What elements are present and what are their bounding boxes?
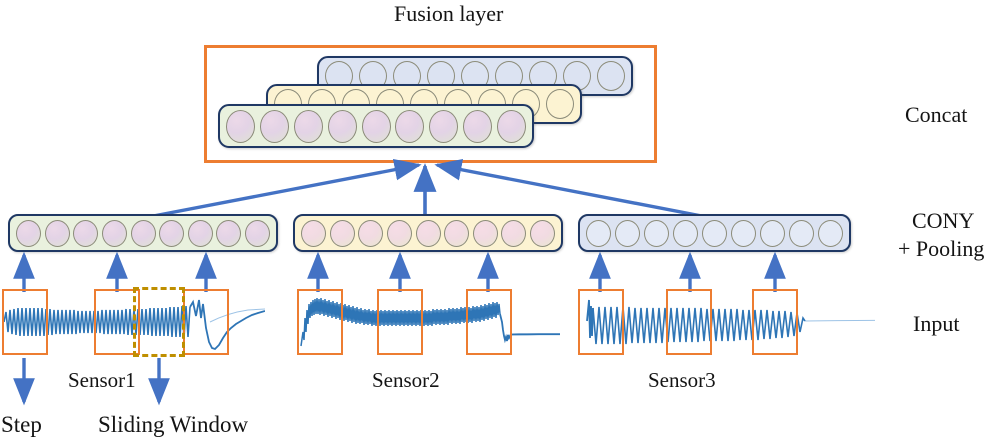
conv-pooling-label-line1: CONY: [912, 208, 975, 233]
neuron-cell: [673, 219, 698, 247]
sensor1-signal-plot: [3, 299, 265, 351]
neuron-cell: [329, 219, 355, 247]
input-to-conv-arrows-group: [13, 251, 786, 292]
sensor3-signal-plot: [586, 299, 875, 345]
neuron-cell: [259, 109, 289, 143]
arrow-sensor3-to-fusion: [434, 158, 713, 220]
neuron-cell: [546, 89, 574, 119]
neuron-cell: [497, 109, 526, 143]
neuron-cell: [226, 109, 255, 143]
conv-bar-sensor1: [8, 214, 278, 252]
step-label: Step: [1, 412, 42, 437]
neuron-cell: [159, 219, 185, 247]
input-label: Input: [913, 311, 960, 336]
neuron-cell: [187, 219, 213, 247]
neuron-cell: [615, 219, 640, 247]
input-window-s1-2: [94, 289, 140, 355]
neuron-cell: [429, 109, 459, 143]
neuron-cell: [44, 219, 70, 247]
neuron-cell: [760, 219, 785, 247]
neuron-cell: [245, 219, 270, 247]
input-window-s3-2: [666, 289, 712, 355]
sensor2-label: Sensor2: [372, 368, 440, 392]
conv-pooling-label-line2: + Pooling: [898, 236, 985, 261]
neuron-cell: [130, 219, 156, 247]
neuron-cell: [73, 219, 99, 247]
neuron-cell: [327, 109, 357, 143]
input-window-s1-1: [2, 289, 48, 355]
neuron-cell: [789, 219, 814, 247]
fusion-bar-front: [218, 104, 534, 148]
input-window-s3-3: [752, 289, 798, 355]
neuron-cell: [444, 219, 470, 247]
input-window-s2-1: [297, 289, 343, 355]
neuron-cell: [702, 219, 727, 247]
neuron-cell: [644, 219, 669, 247]
conv-bar-sensor3: [578, 214, 851, 252]
neuron-cell: [597, 61, 625, 91]
fusion-layer-frame: [204, 45, 657, 163]
neuron-cell: [472, 219, 498, 247]
neuron-cell: [731, 219, 756, 247]
neuron-cell: [415, 219, 441, 247]
input-window-s1-3: [183, 289, 229, 355]
sensor3-label: Sensor3: [648, 368, 716, 392]
sliding-window-label: Sliding Window: [98, 412, 249, 437]
neuron-cell: [501, 219, 527, 247]
input-window-s2-2: [377, 289, 423, 355]
neuron-cell: [586, 219, 611, 247]
neuron-cell: [16, 219, 41, 247]
neuron-cell: [293, 109, 323, 143]
concat-label: Concat: [905, 102, 968, 127]
input-window-s2-3: [466, 289, 512, 355]
bottom-arrows-group: [13, 358, 170, 406]
neuron-cell: [101, 219, 127, 247]
input-window-s3-1: [578, 289, 624, 355]
page-title: Fusion layer: [394, 1, 504, 26]
neuron-cell: [386, 219, 412, 247]
sliding-window-box: [133, 287, 185, 357]
sensor1-label: Sensor1: [68, 368, 136, 392]
neuron-cell: [395, 109, 425, 143]
conv-bar-sensor2: [293, 214, 563, 252]
arrow-sensor1-to-fusion: [142, 158, 422, 220]
neuron-cell: [301, 219, 326, 247]
neuron-cell: [361, 109, 391, 143]
neuron-cell: [463, 109, 493, 143]
fusion-arrows-group: [142, 158, 713, 220]
neuron-cell: [530, 219, 555, 247]
neuron-cell: [216, 219, 242, 247]
neuron-cell: [818, 219, 843, 247]
neuron-cell: [358, 219, 384, 247]
